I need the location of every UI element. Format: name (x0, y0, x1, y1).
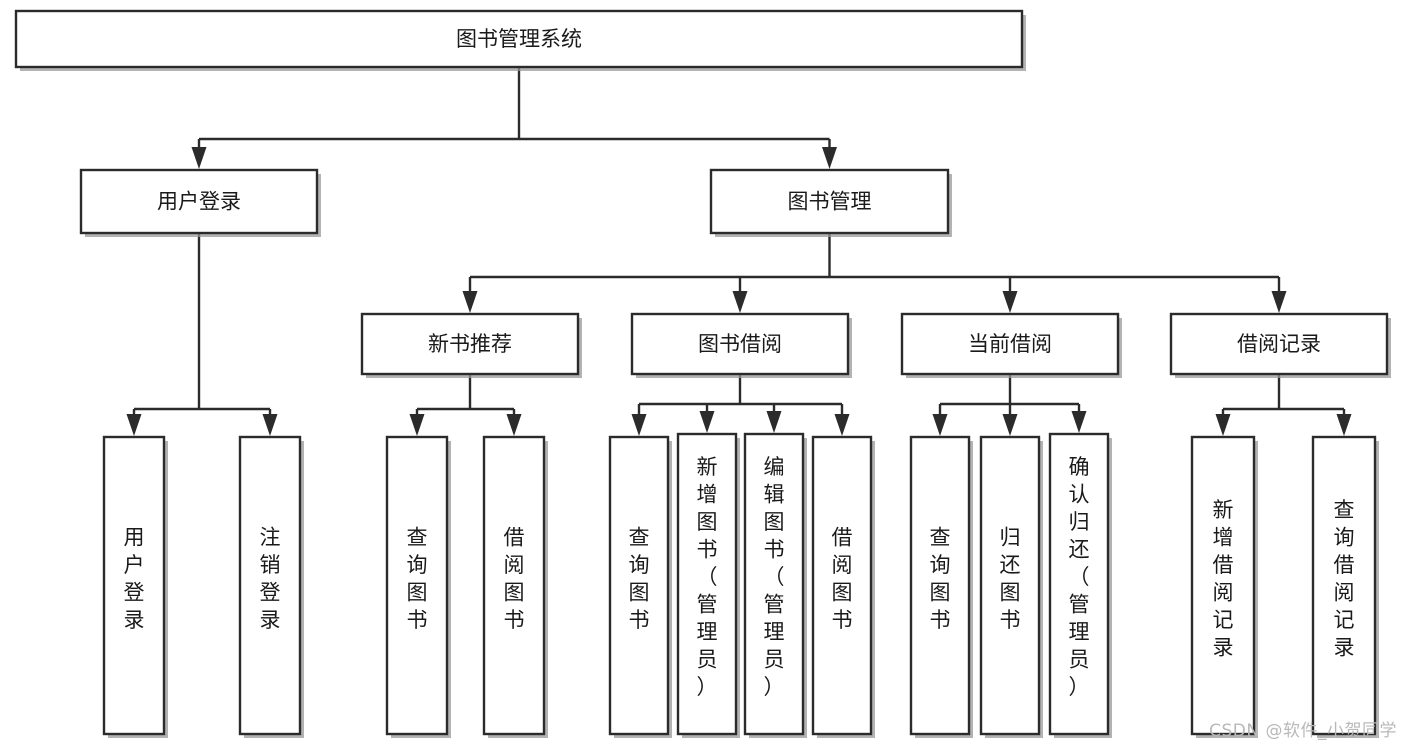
edge-arrowhead (732, 291, 748, 313)
node-records[interactable]: 借阅记录 (1169, 312, 1391, 378)
node-leaf-bw-lend[interactable]: 借阅图书 (811, 435, 875, 738)
node-leaf-rc-add[interactable]: 新增借阅记录 (1190, 435, 1258, 738)
edge-arrowhead (506, 414, 522, 436)
node-rect[interactable] (79, 168, 319, 235)
edge-arrowhead (766, 411, 782, 433)
node-leaf-bw-query[interactable]: 查询图书 (608, 435, 672, 738)
node-rect[interactable] (979, 435, 1041, 736)
node-label: 新书推荐 (428, 332, 512, 356)
node-label: 用户登录 (157, 190, 241, 214)
edge-arrowhead (462, 291, 478, 313)
node-current[interactable]: 当前借阅 (900, 312, 1122, 378)
node-label: 新增借阅记录 (1213, 498, 1234, 660)
node-rect[interactable] (1169, 312, 1389, 376)
node-label: 当前借阅 (968, 332, 1052, 356)
node-label: 借阅图书 (832, 525, 853, 632)
edge-arrowhead (409, 414, 425, 436)
node-label: 注销登录 (260, 525, 281, 632)
node-leaf-cb-return[interactable]: 归还图书 (979, 435, 1043, 738)
node-label: 查询图书 (629, 525, 650, 632)
node-label: 编辑图书（管理员） (764, 455, 785, 699)
node-label: 图书管理 (788, 190, 872, 214)
node-rect[interactable] (14, 9, 1024, 69)
edge-arrowhead (1002, 291, 1018, 313)
node-label: 归还图书 (1000, 525, 1021, 632)
node-label: 借阅图书 (504, 525, 525, 632)
node-label: 查询图书 (930, 525, 951, 632)
node-rect[interactable] (630, 312, 850, 376)
node-rect[interactable] (811, 435, 873, 736)
node-label: 图书借阅 (698, 332, 782, 356)
node-root[interactable]: 图书管理系统 (14, 9, 1026, 71)
node-bookmgmt[interactable]: 图书管理 (709, 168, 952, 237)
node-rect[interactable] (608, 435, 670, 736)
node-rect[interactable] (676, 432, 738, 736)
node-label: 图书管理系统 (456, 27, 582, 51)
edge-arrowhead (1271, 291, 1287, 313)
edge-arrowhead (1071, 411, 1087, 433)
node-rect[interactable] (385, 435, 449, 736)
edge-arrowhead (126, 414, 142, 436)
edge-arrowhead (822, 147, 837, 169)
node-label: 查询借阅记录 (1334, 498, 1355, 660)
node-rect[interactable] (909, 435, 971, 736)
edge-arrowhead (1002, 414, 1018, 436)
node-rect[interactable] (900, 312, 1120, 376)
node-leaf-user-logout[interactable]: 注销登录 (238, 435, 304, 738)
node-label: 确认归还（管理员） (1069, 455, 1090, 699)
node-rect[interactable] (1311, 435, 1377, 736)
edges-layer (126, 67, 1352, 436)
node-borrow[interactable]: 图书借阅 (630, 312, 852, 378)
node-rect[interactable] (360, 312, 580, 376)
node-rect[interactable] (709, 168, 950, 235)
edge-arrowhead (932, 414, 948, 436)
node-leaf-cb-query[interactable]: 查询图书 (909, 435, 973, 738)
edge-arrowhead (699, 411, 715, 433)
node-leaf-nb-query[interactable]: 查询图书 (385, 435, 451, 738)
edge-arrowhead (1215, 414, 1231, 436)
node-rect[interactable] (102, 435, 166, 736)
edge-arrowhead (631, 414, 647, 436)
node-rect[interactable] (1190, 435, 1256, 736)
node-leaf-bw-edit[interactable]: 编辑图书（管理员） (743, 432, 807, 738)
node-label: 用户登录 (124, 525, 145, 632)
edge-arrowhead (191, 147, 207, 169)
node-leaf-cb-confirm[interactable]: 确认归还（管理员） (1048, 432, 1112, 738)
node-rect[interactable] (1048, 432, 1110, 736)
node-newbook[interactable]: 新书推荐 (360, 312, 582, 378)
edge-arrowhead (834, 414, 850, 436)
node-rect[interactable] (743, 432, 805, 736)
edge-arrowhead (262, 414, 278, 436)
node-leaf-nb-borrow[interactable]: 借阅图书 (482, 435, 548, 738)
node-leaf-rc-query[interactable]: 查询借阅记录 (1311, 435, 1379, 738)
edge-arrowhead (1336, 414, 1352, 436)
node-rect[interactable] (482, 435, 546, 736)
node-leaf-bw-add[interactable]: 新增图书（管理员） (676, 432, 740, 738)
node-login[interactable]: 用户登录 (79, 168, 321, 237)
node-label: 新增图书（管理员） (697, 455, 718, 699)
nodes-layer: 图书管理系统用户登录图书管理新书推荐图书借阅当前借阅借阅记录用户登录注销登录查询… (14, 9, 1391, 738)
node-rect[interactable] (238, 435, 302, 736)
node-label: 借阅记录 (1237, 332, 1321, 356)
node-leaf-user-login[interactable]: 用户登录 (102, 435, 168, 738)
node-label: 查询图书 (407, 525, 428, 632)
